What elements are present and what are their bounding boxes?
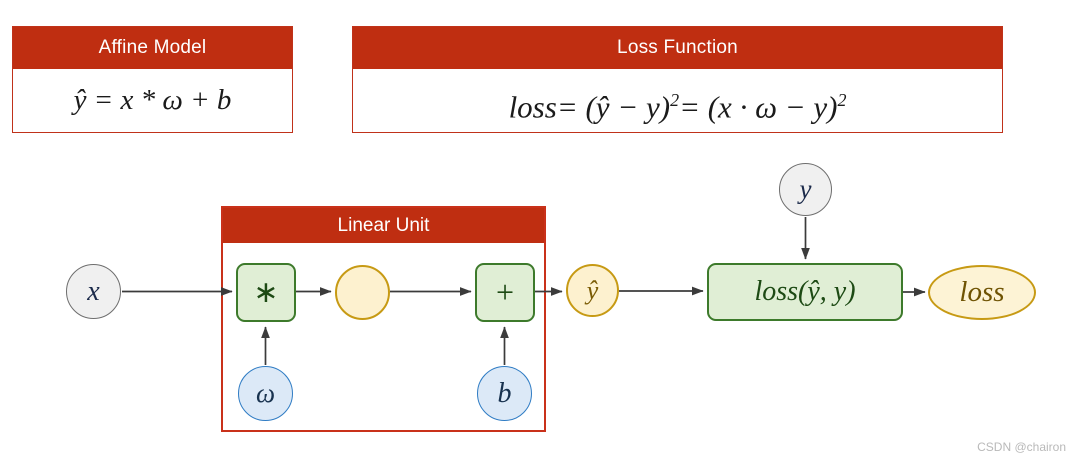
node-loss-output[interactable]: loss xyxy=(928,265,1036,320)
loss-formula-name: loss xyxy=(508,89,557,125)
affine-model-formula: ŷ = x * ω + b xyxy=(73,84,232,116)
loss-function-title: Loss Function xyxy=(353,27,1002,69)
node-loss-function[interactable]: loss(ŷ, y) xyxy=(707,263,903,321)
node-b[interactable]: b xyxy=(477,366,532,421)
linear-unit-title: Linear Unit xyxy=(223,208,544,243)
watermark: CSDN @chairon xyxy=(977,440,1066,454)
node-omega[interactable]: ω xyxy=(238,366,293,421)
node-y[interactable]: y xyxy=(779,163,832,216)
loss-function-formula: loss= (ŷ − y)2= (x · ω − y)2 xyxy=(353,69,1002,138)
loss-formula-exp1: 2 xyxy=(670,90,680,110)
node-hidden-product[interactable] xyxy=(335,265,390,320)
loss-formula-eq2: = (x · ω − y) xyxy=(679,89,838,125)
loss-formula-eq1: = (ŷ − y) xyxy=(556,89,671,125)
affine-model-panel: Affine Model ŷ = x * ω + b xyxy=(12,26,293,133)
loss-formula-exp2: 2 xyxy=(837,90,847,110)
node-y-hat[interactable]: ŷ xyxy=(566,264,619,317)
affine-model-title: Affine Model xyxy=(13,27,292,69)
node-multiply[interactable]: ∗ xyxy=(236,263,296,322)
node-add[interactable]: + xyxy=(475,263,535,322)
loss-function-panel: Loss Function loss= (ŷ − y)2= (x · ω − y… xyxy=(352,26,1003,133)
node-x[interactable]: x xyxy=(66,264,121,319)
